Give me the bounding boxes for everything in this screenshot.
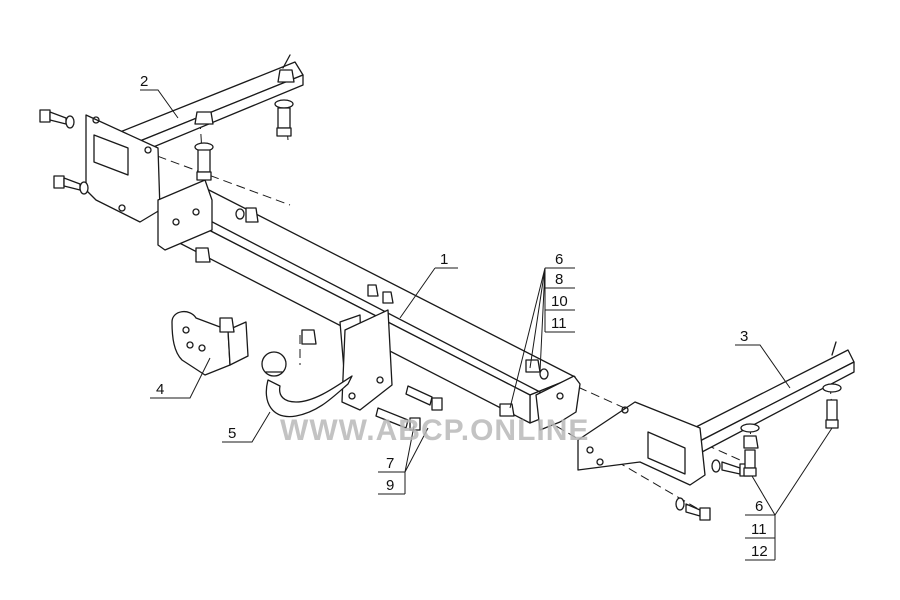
washer [65,115,75,129]
bolt-shank [405,385,433,406]
washer [711,459,721,473]
callout-7: 7 [386,455,394,472]
washer [822,383,842,393]
bolt-head [825,419,839,429]
bolt-shank [375,407,409,429]
washer [235,208,245,220]
bolt-shank [277,107,291,129]
leader-lines [140,89,833,561]
left-side-bracket [85,54,304,223]
bolt-head [53,175,65,189]
bolt-shank [63,177,81,191]
bolt-head [196,171,212,181]
callout-labels: 2 1 3 4 5 6 8 10 11 7 9 6 11 12 [140,73,768,560]
bolt-shank [744,449,756,469]
nut [277,69,295,83]
nut [382,291,394,304]
nut [245,207,259,223]
bolt-head [699,507,711,521]
nut [301,329,317,345]
washer [740,423,760,433]
nut [194,111,214,125]
callout-6-top: 6 [555,251,563,268]
callout-3: 3 [740,328,748,345]
nut [219,317,235,333]
callout-1: 1 [440,251,448,268]
washer [675,497,685,511]
nut [367,284,379,297]
callout-10: 10 [551,293,568,310]
callout-8: 8 [555,271,563,288]
nut [743,435,759,449]
callout-12: 12 [751,543,768,560]
watermark-text: WWW.ABCP.ONLINE [280,414,589,447]
bolt-head [276,127,292,137]
socket-plate [171,311,249,376]
callout-9: 9 [386,477,394,494]
callout-5: 5 [228,425,236,442]
right-side-bracket [577,341,855,486]
bolt-shank [197,149,211,173]
bolt-head [409,417,421,431]
fasteners [39,69,842,521]
callout-4: 4 [156,381,164,398]
callout-11-top: 11 [551,315,567,332]
bolt-head [431,397,443,411]
tow-ball-assembly [261,309,393,418]
washer [79,181,89,195]
bolt-head [743,467,757,477]
bolt-shank [49,111,67,125]
bolt-shank [826,399,838,421]
nut [525,359,541,373]
bolt-head [39,109,51,123]
nut [195,247,211,263]
callout-11-right: 11 [751,521,767,538]
washer [539,368,549,380]
washer [274,99,294,109]
callout-2: 2 [140,73,148,90]
callout-6-right: 6 [755,498,763,515]
bolt-shank [721,461,741,475]
